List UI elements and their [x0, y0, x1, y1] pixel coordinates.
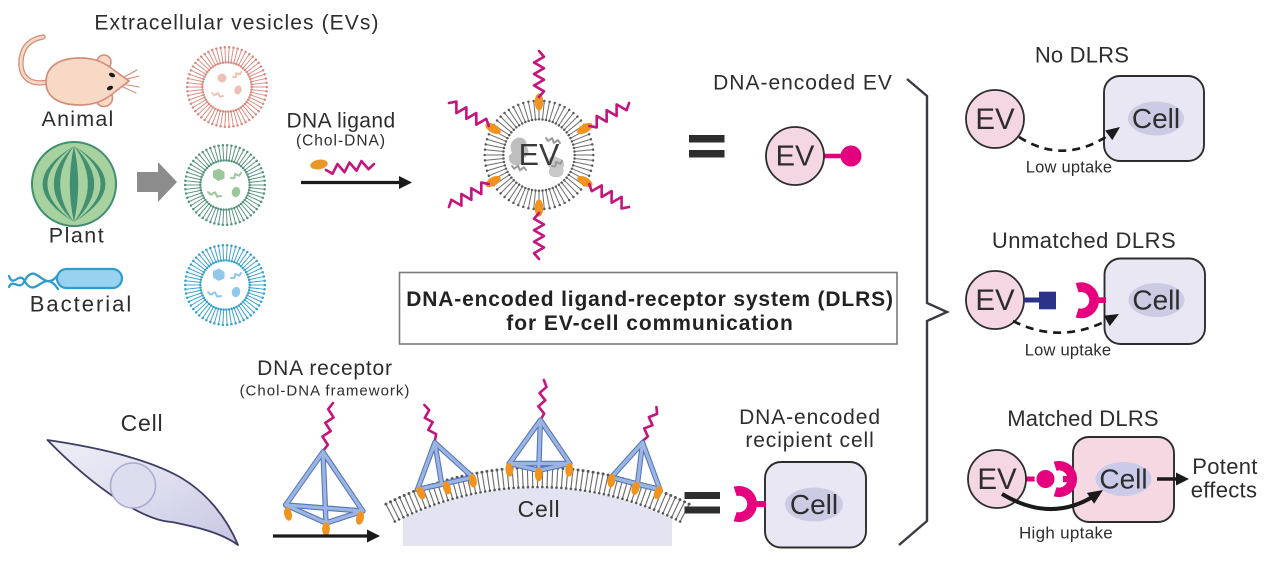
svg-text:Matched DLRS: Matched DLRS — [1007, 406, 1159, 431]
svg-text:Plant: Plant — [49, 224, 106, 248]
svg-text:Potent: Potent — [1192, 454, 1257, 479]
svg-text:Cell: Cell — [1132, 285, 1180, 316]
svg-text:Low uptake: Low uptake — [1025, 342, 1111, 360]
svg-text:No DLRS: No DLRS — [1035, 43, 1129, 68]
svg-text:High uptake: High uptake — [1019, 524, 1113, 543]
svg-text:effects: effects — [1191, 478, 1258, 503]
svg-text:for EV-cell communication: for EV-cell communication — [506, 312, 793, 335]
svg-text:Cell: Cell — [790, 489, 838, 520]
svg-text:DNA-encoded EV: DNA-encoded EV — [713, 72, 893, 95]
svg-text:Cell: Cell — [1132, 103, 1180, 134]
svg-text:DNA receptor: DNA receptor — [257, 357, 393, 380]
svg-text:Low uptake: Low uptake — [1026, 159, 1112, 177]
svg-text:Cell: Cell — [1099, 464, 1147, 495]
svg-text:Bacterial: Bacterial — [30, 292, 134, 317]
svg-text:EV: EV — [977, 463, 1017, 496]
svg-text:DNA-encoded ligand-receptor sy: DNA-encoded ligand-receptor system (DLRS… — [406, 288, 894, 311]
svg-text:(Chol-DNA): (Chol-DNA) — [296, 133, 386, 150]
svg-text:EV: EV — [975, 103, 1015, 136]
svg-text:recipient cell: recipient cell — [745, 429, 874, 452]
svg-text:Extracellular vesicles (EVs): Extracellular vesicles (EVs) — [94, 12, 379, 35]
svg-text:EV: EV — [519, 138, 560, 172]
svg-text:(Chol-DNA framework): (Chol-DNA framework) — [240, 383, 411, 400]
svg-text:EV: EV — [776, 141, 815, 173]
svg-text:Animal: Animal — [42, 107, 115, 131]
svg-text:DNA-encoded: DNA-encoded — [739, 406, 881, 429]
svg-text:Cell: Cell — [518, 496, 561, 522]
svg-text:Cell: Cell — [121, 410, 164, 436]
svg-text:DNA ligand: DNA ligand — [286, 110, 395, 133]
svg-text:Unmatched DLRS: Unmatched DLRS — [992, 228, 1176, 253]
svg-text:EV: EV — [975, 284, 1015, 317]
